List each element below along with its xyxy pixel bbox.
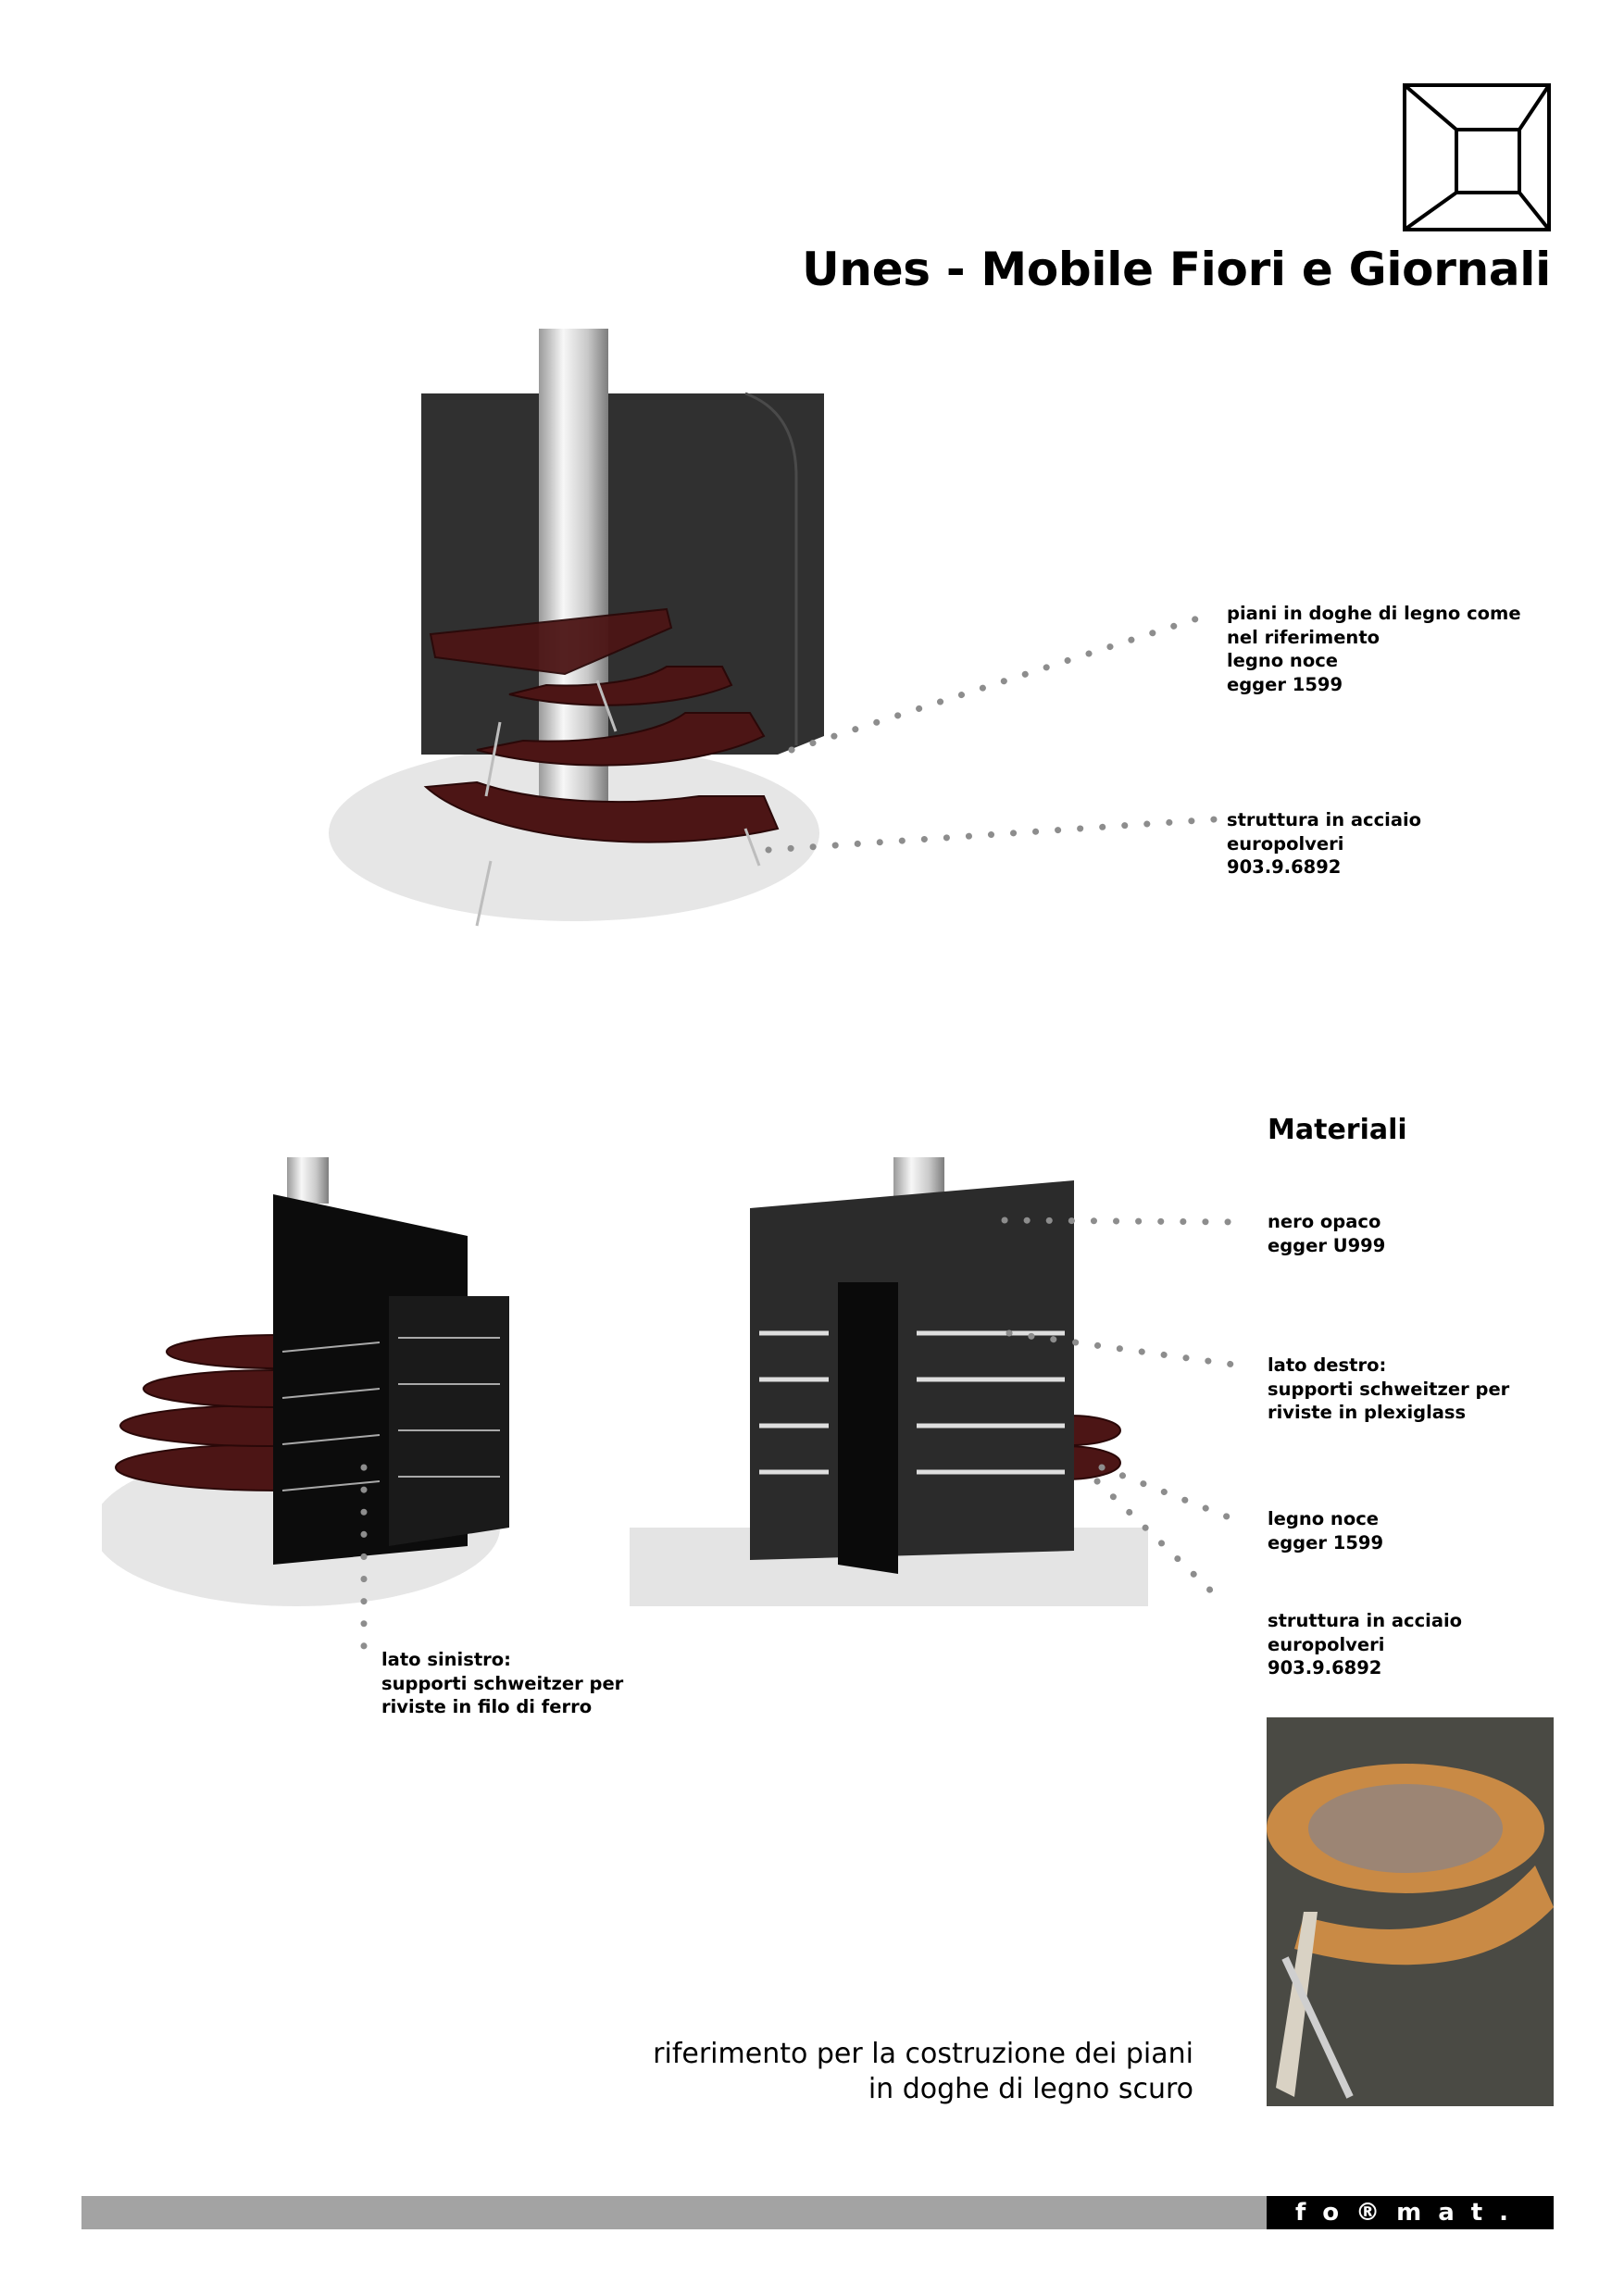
annotation-shelves: piani in doghe di legno come nel riferim…: [1227, 603, 1521, 695]
material-item-nero: nero opaco egger U999: [1268, 1211, 1386, 1256]
annotation-left-side: lato sinistro: supporti schweitzer per r…: [381, 1649, 624, 1717]
right-side-render: [630, 1157, 1148, 1606]
top-furniture-render: [329, 329, 824, 927]
page-title: Unes - Mobile Fiori e Giornali: [802, 243, 1551, 296]
material-item-legno: legno noce egger 1599: [1268, 1508, 1384, 1554]
material-item-struttura: struttura in acciaio europolveri 903.9.6…: [1268, 1610, 1463, 1678]
material-item-lato-destro: lato destro: supporti schweitzer per riv…: [1268, 1354, 1510, 1423]
reference-caption: riferimento per la costruzione dei piani…: [653, 2038, 1193, 2105]
materials-heading: Materiali: [1268, 1114, 1407, 1146]
format-logo-icon: [1403, 83, 1551, 231]
annotation-structure: struttura in acciaio europolveri 903.9.6…: [1227, 809, 1422, 878]
reference-photo: [1267, 1717, 1554, 2106]
brand-wordmark: fo®mat.: [1267, 2196, 1554, 2229]
left-side-render: [102, 1157, 630, 1606]
